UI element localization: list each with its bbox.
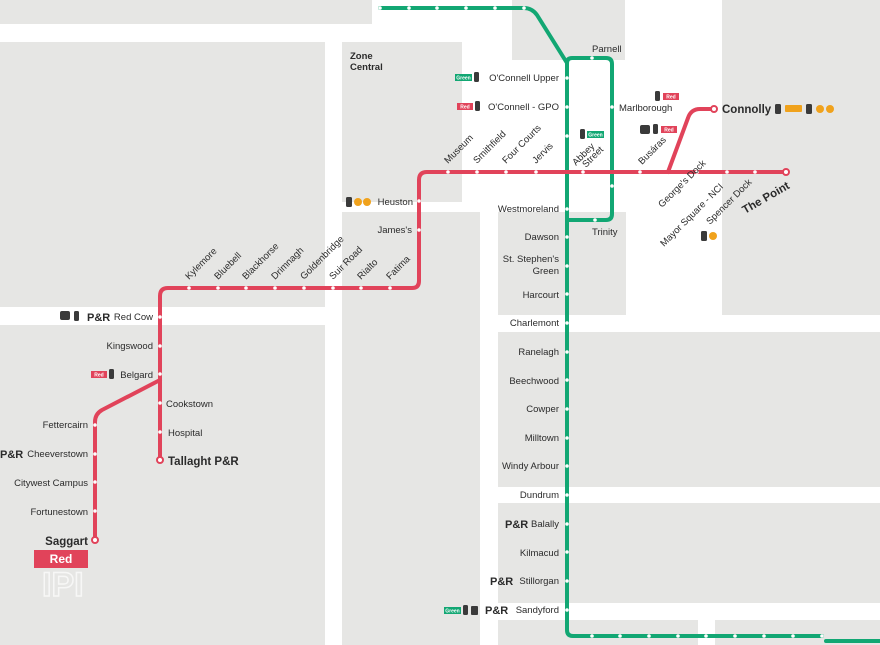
stop-label-connolly: Connolly <box>722 104 772 116</box>
green-stops <box>378 6 824 638</box>
park-icon <box>471 606 478 615</box>
park-ride-redcow: P&R <box>87 312 110 324</box>
red-line <box>93 107 788 542</box>
bus-icon <box>640 125 650 134</box>
stop-label-ststephens-1: St. Stephen's <box>503 254 559 265</box>
stop-label-westmoreland: Westmoreland <box>498 204 559 215</box>
red-line-legend: Red <box>34 550 88 568</box>
stop-label-belgard: Belgard <box>120 370 153 381</box>
stop-label-tallaght: Tallaght P&R <box>168 456 239 468</box>
stop-label-harcourt: Harcourt <box>523 290 560 301</box>
stop-label-kingswood: Kingswood <box>107 341 153 352</box>
abbey-icons: Green <box>580 129 604 139</box>
bus-connect-icon <box>826 105 834 113</box>
tram-icon <box>655 91 660 101</box>
park-ride-sandyford: P&R <box>485 605 508 617</box>
stop-label-cowper: Cowper <box>526 404 559 415</box>
stop-label-kilmacud: Kilmacud <box>520 548 559 559</box>
tram-icon <box>580 129 585 139</box>
badge-red-marlborough: Red <box>666 95 675 101</box>
connolly-icons <box>775 104 834 114</box>
tram-icon <box>109 369 114 379</box>
stop-label-balally: Balally <box>531 519 559 530</box>
dart-icon <box>354 198 362 206</box>
train-icon <box>701 231 707 241</box>
stop-label-parnell: Parnell <box>592 44 622 55</box>
red-stops <box>91 105 790 544</box>
belgard-icons: Red <box>91 369 114 379</box>
stop-label-cheeverstown: Cheeverstown <box>27 449 88 460</box>
stop-label-redcow: Red Cow <box>114 312 153 323</box>
stop-label-dawson: Dawson <box>525 232 559 243</box>
zone-label-line-2: Central <box>350 62 383 73</box>
marlborough-icons: Red <box>655 91 679 101</box>
stop-label-saggart: Saggart <box>45 536 88 548</box>
stop-label-ststephens-2: Green <box>533 266 559 277</box>
watermark: IPI <box>42 566 84 604</box>
stop-label-beechwood: Beechwood <box>509 376 559 387</box>
badge-green-abbey: Green <box>588 133 602 139</box>
rail-icon <box>363 198 371 206</box>
tram-icon <box>653 124 658 134</box>
train-icon <box>775 104 781 114</box>
sandyford-icons: Green <box>444 605 478 615</box>
badge-red-oconnellgpo: Red <box>460 105 469 111</box>
tram-icon <box>463 605 468 615</box>
tram-icon <box>475 101 480 111</box>
dart-icon <box>785 105 802 112</box>
stop-label-charlemont: Charlemont <box>510 318 559 329</box>
tram-icon <box>806 104 812 114</box>
stop-label-sandyford: Sandyford <box>516 605 559 616</box>
badge-green-sandyford: Green <box>445 609 459 615</box>
stop-label-stillorgan: Stillorgan <box>519 576 559 587</box>
badge-red-busaras: Red <box>664 128 673 134</box>
oconnellupper-icons: Green <box>455 72 479 82</box>
stop-label-busaras: Busáras <box>636 135 669 168</box>
bus-icon <box>60 311 70 320</box>
stop-label-jamess: James's <box>377 225 412 236</box>
stop-label-marlborough: Marlborough <box>619 103 672 114</box>
stop-label-fettercairn: Fettercairn <box>43 420 88 431</box>
stop-label-dundrum: Dundrum <box>520 490 559 501</box>
stop-label-cookstown: Cookstown <box>166 399 213 410</box>
stop-label-milltown: Milltown <box>525 433 559 444</box>
stop-label-citywest: Citywest Campus <box>14 478 88 489</box>
tram-icon <box>474 72 479 82</box>
stop-label-ranelagh: Ranelagh <box>518 347 559 358</box>
park-ride-cheeverstown: P&R <box>0 449 23 461</box>
tram-icon <box>74 311 79 321</box>
stop-label-oconnellgpo: O'Connell - GPO <box>488 102 559 113</box>
zone-label-line-1: Zone <box>350 51 373 62</box>
park-ride-balally: P&R <box>505 519 528 531</box>
park-ride-stillorgan: P&R <box>490 576 513 588</box>
spencerdock-icons <box>701 231 717 241</box>
rail-icon <box>709 232 717 240</box>
oconnellgpo-icons: Red <box>457 101 480 111</box>
stop-label-windyarbour: Windy Arbour <box>502 461 559 472</box>
stop-label-oconnellupper: O'Connell Upper <box>489 73 559 84</box>
heuston-icons <box>346 197 371 207</box>
stop-label-hospital: Hospital <box>168 428 202 439</box>
stop-label-trinity: Trinity <box>592 227 618 238</box>
stop-label-fortunestown: Fortunestown <box>30 507 88 518</box>
stop-label-heuston: Heuston <box>378 197 413 208</box>
badge-red-belgard: Red <box>94 373 103 379</box>
train-icon <box>346 197 352 207</box>
redcow-icons <box>60 311 79 321</box>
busaras-icons: Red <box>640 124 677 134</box>
badge-green-oconnellupper: Green <box>456 76 470 82</box>
rail-icon <box>816 105 824 113</box>
stop-label-jervis: Jervis <box>530 141 555 166</box>
legend-red-label: Red <box>50 552 73 566</box>
